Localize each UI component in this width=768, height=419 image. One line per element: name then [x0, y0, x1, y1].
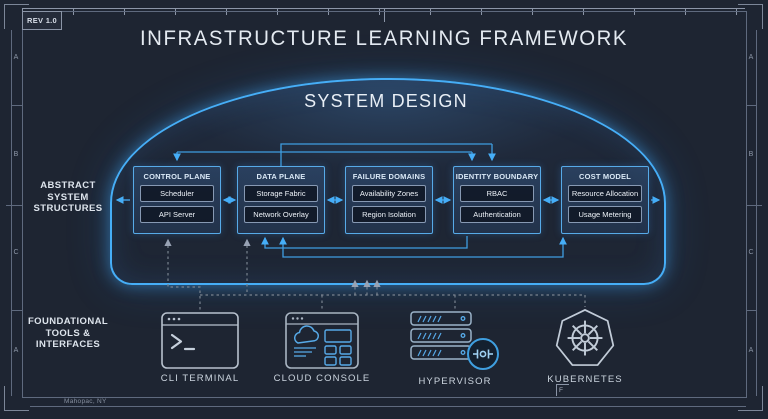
module-item: Storage Fabric	[244, 185, 318, 202]
module-data-plane: DATA PLANE Storage Fabric Network Overla…	[237, 166, 325, 234]
drawing-frame	[22, 11, 747, 398]
tool-cloud-console: CLOUD CONSOLE	[272, 312, 372, 384]
edge-marker: A	[13, 54, 19, 61]
left-edge-tick-mid	[6, 205, 22, 206]
edge-marker: C	[13, 249, 19, 256]
right-edge-tick	[746, 105, 757, 106]
module-title: IDENTITY BOUNDARY	[455, 172, 539, 181]
ruler-center-tick	[384, 8, 385, 22]
module-item: Resource Allocation	[568, 185, 642, 202]
label-line: STRUCTURES	[33, 203, 103, 214]
tool-cli-terminal: CLI TERMINAL	[150, 312, 250, 384]
label-line: FOUNDATIONAL	[27, 316, 109, 327]
label-line: SYSTEM	[47, 191, 89, 203]
module-item: Region Isolation	[352, 206, 426, 223]
tool-kubernetes: KUBERNETES	[535, 308, 635, 385]
left-margin-line	[11, 30, 12, 396]
label-line: TOOLS &	[45, 327, 91, 339]
tool-label: CLOUD CONSOLE	[273, 373, 371, 384]
tool-label: CLI TERMINAL	[160, 373, 240, 384]
module-title: DATA PLANE	[256, 172, 306, 181]
tool-hypervisor: HYPERVISOR	[405, 310, 505, 387]
module-item: Authentication	[460, 206, 534, 223]
edge-marker: B	[13, 151, 19, 158]
tool-label: KUBERNETES	[547, 374, 623, 385]
foundational-tools-label: FOUNDATIONAL TOOLS & INTERFACES	[8, 316, 128, 351]
server-stack-icon	[410, 311, 499, 370]
label-line: ABSTRACT	[40, 180, 96, 191]
outer-bottom-border	[30, 406, 746, 407]
module-item: Network Overlay	[244, 206, 318, 223]
left-edge-tick	[11, 105, 22, 106]
right-edge-tick-mid	[746, 205, 762, 206]
footer-location-label: Mahopac, NY	[64, 398, 107, 405]
terminal-window-icon	[161, 312, 239, 369]
right-edge-tick	[746, 310, 757, 311]
module-item: RBAC	[460, 185, 534, 202]
module-item: API Server	[140, 206, 214, 223]
module-failure-domains: FAILURE DOMAINS Availability Zones Regio…	[345, 166, 433, 234]
module-item: Availability Zones	[352, 185, 426, 202]
module-cost-model: COST MODEL Resource Allocation Usage Met…	[561, 166, 649, 234]
cloud-dashboard-icon	[285, 312, 359, 369]
abstract-structures-label: ABSTRACT SYSTEM STRUCTURES	[8, 180, 128, 215]
dome-title: SYSTEM DESIGN	[304, 91, 468, 111]
module-title: COST MODEL	[579, 172, 631, 181]
module-title: FAILURE DOMAINS	[352, 172, 426, 181]
right-margin-line	[756, 30, 757, 396]
corner-bracket-bottom-left	[4, 386, 29, 411]
module-item: Usage Metering	[568, 206, 642, 223]
left-edge-tick	[11, 310, 22, 311]
module-title: CONTROL PLANE	[143, 172, 211, 181]
corner-bracket-top-left	[4, 4, 29, 29]
corner-bracket-bottom-right	[738, 386, 763, 411]
edge-marker: B	[748, 151, 754, 158]
page-title: INFRASTRUCTURE LEARNING FRAMEWORK	[139, 27, 629, 50]
edge-marker: A	[13, 347, 19, 354]
edge-marker: A	[748, 54, 754, 61]
kubernetes-helm-icon	[555, 309, 615, 366]
label-line: INTERFACES	[35, 339, 101, 350]
footer-f-marker: F	[556, 384, 569, 396]
module-item: Scheduler	[140, 185, 214, 202]
corner-bracket-top-right	[738, 4, 763, 29]
module-control-plane: CONTROL PLANE Scheduler API Server	[133, 166, 221, 234]
edge-marker: A	[748, 347, 754, 354]
edge-marker: C	[748, 249, 754, 256]
tool-label: HYPERVISOR	[418, 376, 492, 387]
revision-badge: REV 1.0	[22, 11, 62, 30]
module-identity-boundary: IDENTITY BOUNDARY RBAC Authentication	[453, 166, 541, 234]
